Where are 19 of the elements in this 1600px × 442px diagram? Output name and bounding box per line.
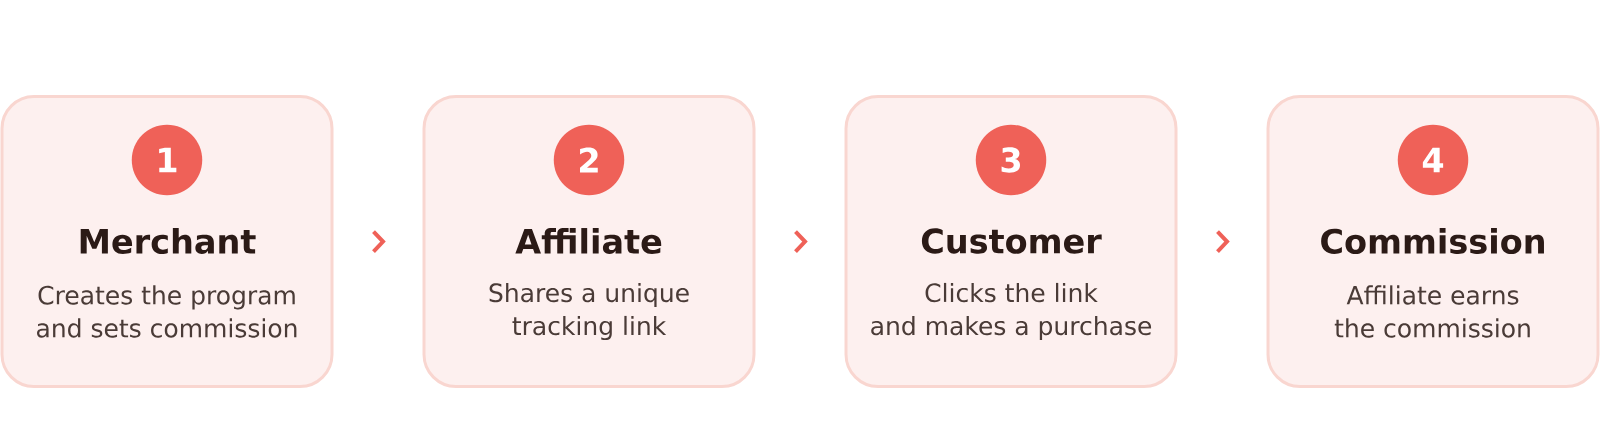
step-description: Shares a unique tracking link — [489, 282, 689, 341]
step-card — [844, 95, 1178, 388]
chevron-arrow — [794, 230, 808, 253]
step-number-badge: 4 — [1397, 124, 1469, 196]
step-number-badge: 1 — [131, 124, 203, 196]
chevron-arrow — [372, 230, 386, 253]
step-title: Commission — [1321, 228, 1544, 254]
step-card — [422, 95, 756, 388]
step-title: Customer — [921, 228, 1102, 254]
step-title: Affiliate — [515, 228, 662, 254]
step-description: Creates the program and sets commission — [37, 285, 297, 338]
step-number-badge: 3 — [975, 124, 1047, 196]
step-number-badge: 2 — [553, 124, 625, 196]
step-description: Affiliate earns the commission — [1334, 285, 1530, 338]
chevron-arrow — [1216, 230, 1230, 253]
step-title: Merchant — [80, 228, 256, 254]
step-description: Clicks the link and makes a purchase — [871, 282, 1152, 341]
step-card — [0, 95, 334, 388]
step-card — [1266, 95, 1600, 388]
